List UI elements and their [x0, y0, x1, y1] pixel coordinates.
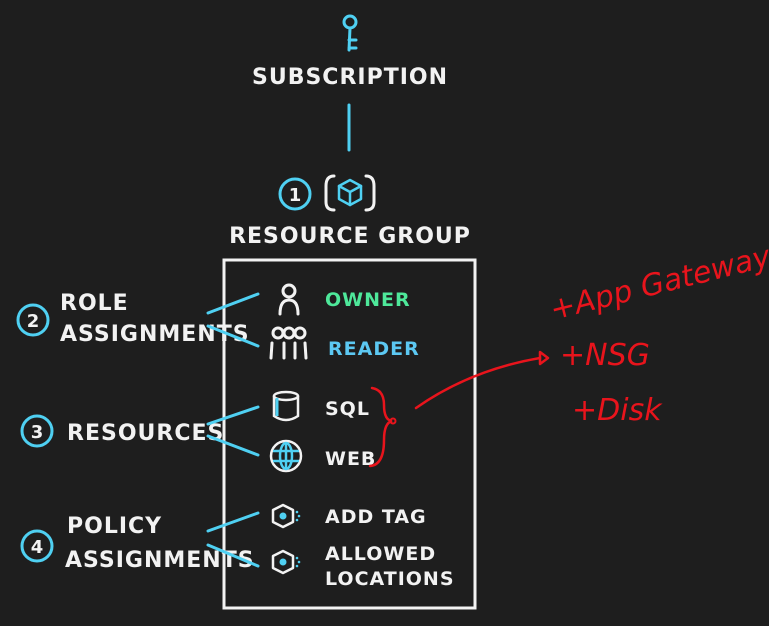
role-assignments-label-line2: ASSIGNMENTS [60, 322, 250, 347]
resource-group-label: RESOURCE GROUP [229, 224, 471, 249]
connector-resources-web [206, 434, 260, 457]
connector-resources-sql [206, 405, 260, 426]
connector-policy-addtag [206, 511, 260, 533]
resources-label: RESOURCES [67, 421, 224, 446]
sql-label: SQL [325, 398, 370, 420]
step-3-badge: 3 [20, 414, 54, 448]
key-icon [342, 14, 358, 52]
step-2-badge: 2 [16, 303, 50, 337]
connector-policy-allowed [206, 543, 260, 568]
users-group-icon [269, 326, 308, 360]
connector-role-owner [206, 292, 260, 315]
resource-group-cube-icon [324, 174, 376, 212]
connector-role-reader [206, 324, 260, 348]
red-brace [368, 386, 393, 468]
step-2-number: 2 [27, 311, 40, 332]
step-3-number: 3 [31, 422, 44, 443]
policy-icon [271, 503, 301, 529]
add-tag-label: ADD TAG [325, 506, 427, 528]
annotation-app-gateway: +App Gateway [546, 239, 769, 328]
web-label: WEB [325, 448, 376, 470]
step-4-badge: 4 [20, 529, 54, 563]
user-icon [278, 283, 300, 316]
step-4-number: 4 [31, 537, 44, 558]
brace-tip [389, 417, 397, 425]
role-assignments-label-line1: ROLE [60, 291, 129, 316]
annotation-disk: +Disk [572, 393, 663, 428]
subscription-label: SUBSCRIPTION [252, 65, 448, 90]
database-icon [272, 390, 300, 422]
allowed-locations-label-line1: ALLOWED [325, 543, 436, 565]
globe-icon [269, 439, 303, 473]
annotation-nsg: +NSG [560, 338, 650, 373]
allowed-locations-label-line2: LOCATIONS [325, 568, 455, 590]
reader-label: READER [328, 338, 420, 360]
step-1-number: 1 [289, 185, 302, 206]
policy-assignments-label-line1: POLICY [67, 514, 162, 539]
resource-group-box [222, 258, 477, 610]
step-1-badge: 1 [278, 177, 312, 211]
owner-label: OWNER [325, 289, 411, 311]
red-arrow-head [538, 350, 550, 366]
policy-icon [271, 549, 301, 575]
red-arrow [414, 356, 542, 410]
